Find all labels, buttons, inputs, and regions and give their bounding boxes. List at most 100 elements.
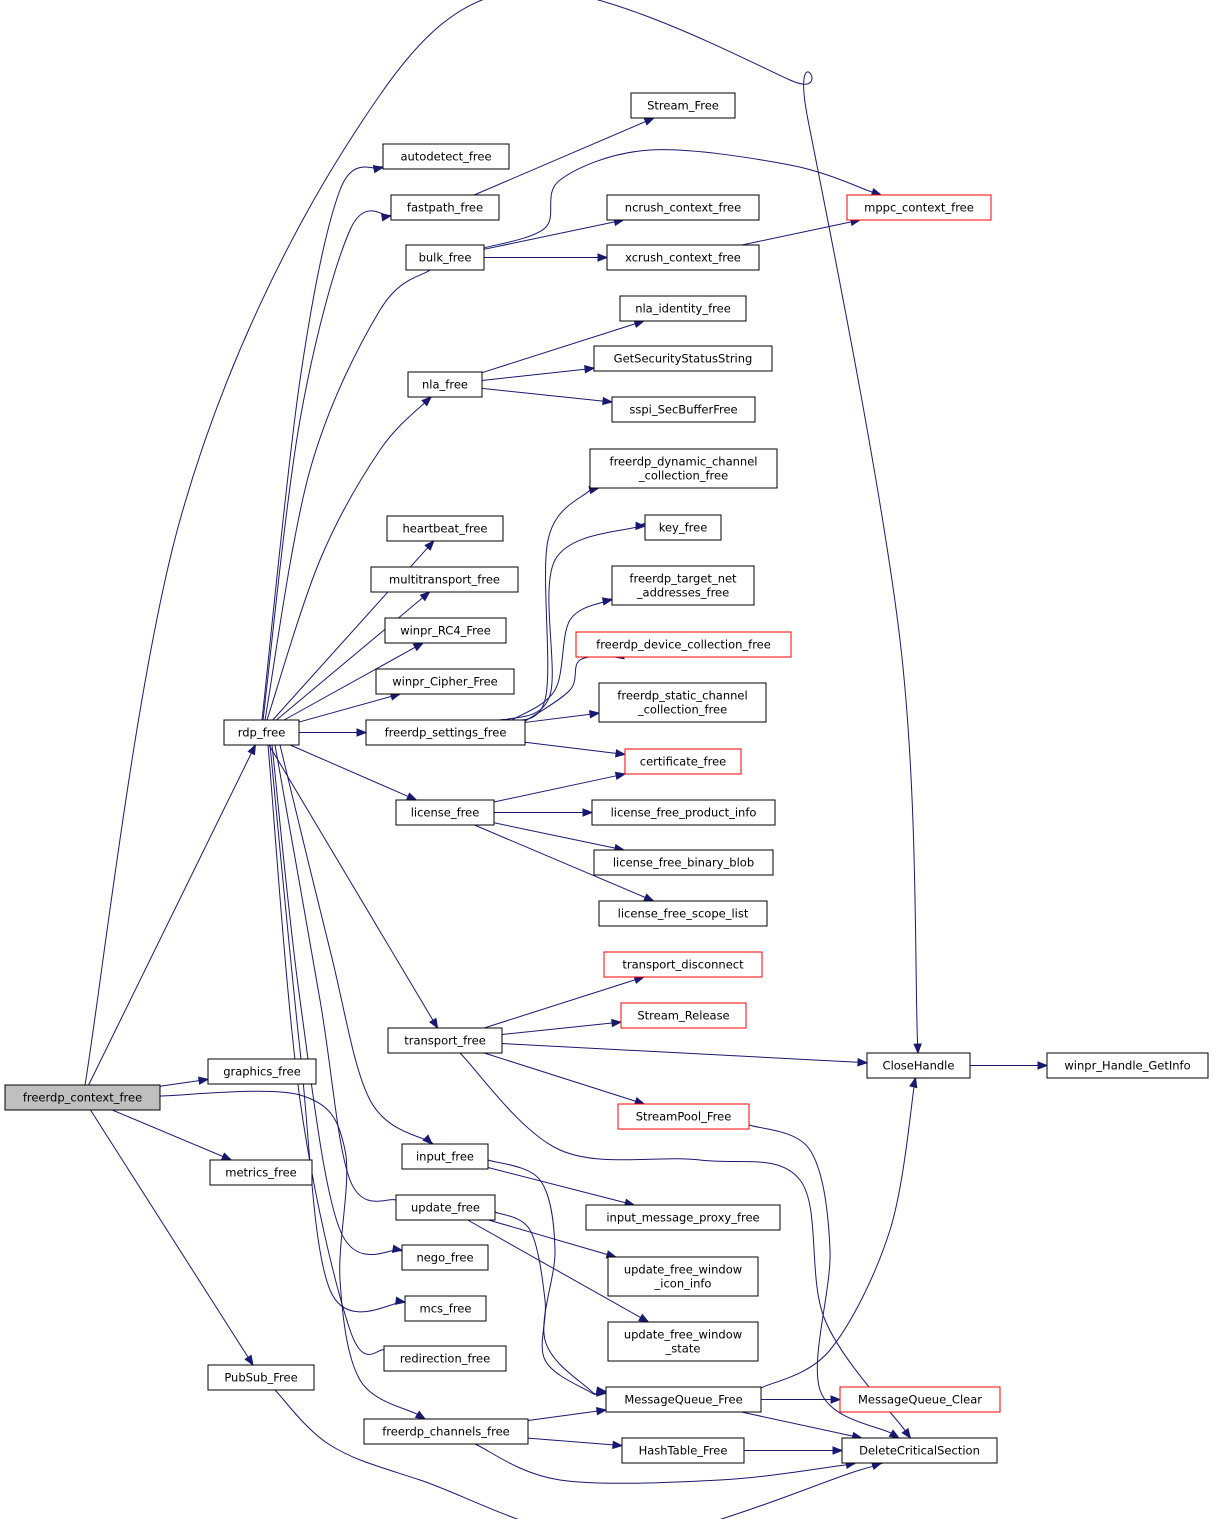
node-input_free[interactable]: input_free [401,1143,489,1170]
node-rdp_free[interactable]: rdp_free [223,719,300,746]
node-Stream_Free[interactable]: Stream_Free [630,92,736,119]
arrowhead-transport_free-to-Stream_Release [611,1018,623,1028]
node-sspi_SecBufferFree[interactable]: sspi_SecBufferFree [611,396,756,423]
node-freerdp_settings_free[interactable]: freerdp_settings_free [365,719,526,746]
node-box [630,92,736,119]
arrowhead-freerdp_channels_free-to-HashTable_Free [612,1440,624,1450]
node-label: transport_free [404,1034,486,1048]
node-StreamPool_Free[interactable]: StreamPool_Free [617,1103,750,1130]
node-box [401,1143,489,1170]
node-CloseHandle[interactable]: CloseHandle [866,1052,971,1079]
node-box [386,515,504,542]
node-label: ncrush_context_free [625,201,741,215]
node-MessageQueue_Clear[interactable]: MessageQueue_Clear [839,1386,1001,1413]
edge-rdp_free-to-winpr_RC4_Free [283,646,416,721]
node-freerdp_device_collection_free[interactable]: freerdp_device_collection_free [575,631,792,658]
arrowhead-HashTable_Free-to-DeleteCriticalSection [832,1446,844,1455]
node-label: update_free [411,1201,480,1215]
edge-freerdp_settings_free-to-freerdp_static_channel_collection_free [524,713,591,723]
edge-bulk_free-to-mppc_context_free [483,149,873,249]
node-freerdp_target_net_addresses_free[interactable]: freerdp_target_net_addresses_free [611,565,755,606]
arrowhead-rdp_free-to-autodetect_free [372,164,385,174]
node-label: freerdp_device_collection_free [596,638,771,652]
arrowhead-fastpath_free-to-Stream_Free [643,117,656,126]
arrowhead-StreamPool_Free-to-DeleteCriticalSection [888,1429,901,1439]
node-freerdp_static_channel_collection_free[interactable]: freerdp_static_channel_collection_free [598,682,767,723]
node-label: MessageQueue_Clear [858,1393,982,1407]
node-box [591,799,776,826]
node-winpr_Cipher_Free[interactable]: winpr_Cipher_Free [375,668,515,695]
edge-transport_free-to-transport_disconnect [483,979,636,1029]
node-DeleteCriticalSection[interactable]: DeleteCriticalSection [841,1437,998,1464]
node-freerdp_context_free[interactable]: freerdp_context_free [4,1084,161,1111]
node-input_message_proxy_free[interactable]: input_message_proxy_free [585,1204,781,1231]
edge-license_free-to-certificate_free [493,775,617,803]
node-Stream_Release[interactable]: Stream_Release [620,1002,747,1029]
node-xcrush_context_free[interactable]: xcrush_context_free [606,244,760,271]
node-fastpath_free[interactable]: fastpath_free [390,194,500,221]
edge-freerdp_context_free-to-rdp_free [88,752,252,1086]
arrowhead-freerdp_channels_free-to-MessageQueue_Free [596,1407,608,1416]
node-PubSub_Free[interactable]: PubSub_Free [207,1364,315,1391]
node-winpr_RC4_Free[interactable]: winpr_RC4_Free [384,617,507,644]
node-redirection_free[interactable]: redirection_free [383,1345,507,1372]
node-mcs_free[interactable]: mcs_free [404,1295,487,1322]
node-update_free_window_icon_info[interactable]: update_free_window_icon_info [607,1256,759,1297]
node-label: DeleteCriticalSection [859,1444,980,1458]
node-certificate_free[interactable]: certificate_free [624,748,742,775]
node-license_free_binary_blob[interactable]: license_free_binary_blob [593,849,774,876]
node-ncrush_context_free[interactable]: ncrush_context_free [606,194,760,221]
edge-freerdp_context_free-to-graphics_free [159,1080,200,1087]
node-HashTable_Free[interactable]: HashTable_Free [621,1437,745,1464]
arrowhead-nla_free-to-sspi_SecBufferFree [602,396,614,406]
edge-xcrush_context_free-to-mppc_context_free [741,221,852,246]
node-update_free[interactable]: update_free [395,1194,496,1221]
arrowhead-bulk_free-to-xcrush_context_free [597,253,609,262]
node-bulk_free[interactable]: bulk_free [405,244,485,271]
node-graphics_free[interactable]: graphics_free [207,1058,317,1085]
node-nla_identity_free[interactable]: nla_identity_free [619,295,747,322]
node-autodetect_free[interactable]: autodetect_free [382,143,510,170]
node-key_free[interactable]: key_free [644,514,722,541]
node-license_free_product_info[interactable]: license_free_product_info [591,799,776,826]
node-update_free_window_state[interactable]: update_free_window_state [607,1321,759,1362]
node-box [395,799,495,826]
node-freerdp_dynamic_channel_collection_free[interactable]: freerdp_dynamic_channel_collection_free [589,448,778,489]
node-nego_free[interactable]: nego_free [401,1244,489,1271]
arrowhead-freerdp_context_free-to-freerdp_channels_free [414,1410,427,1420]
node-box [407,371,483,398]
node-box [607,1256,759,1297]
node-box [375,668,515,695]
node-label: _state [665,1342,701,1356]
node-transport_free[interactable]: transport_free [387,1027,503,1054]
node-box [589,448,778,489]
node-label: update_free_window [624,1328,742,1342]
node-label: redirection_free [400,1352,490,1366]
node-GetSecurityStatusString[interactable]: GetSecurityStatusString [593,345,773,372]
node-MessageQueue_Free[interactable]: MessageQueue_Free [605,1386,762,1413]
node-metrics_free[interactable]: metrics_free [209,1159,313,1186]
node-multitransport_free[interactable]: multitransport_free [370,566,519,593]
node-heartbeat_free[interactable]: heartbeat_free [386,515,504,542]
edge-rdp_free-to-autodetect_free [261,166,383,721]
node-label: graphics_free [223,1065,301,1079]
node-label: mcs_free [420,1302,472,1316]
edge-StreamPool_Free-to-DeleteCriticalSection [748,1124,892,1434]
node-box [606,244,760,271]
node-license_free[interactable]: license_free [395,799,495,826]
node-nla_free[interactable]: nla_free [407,371,483,398]
node-mppc_context_free[interactable]: mppc_context_free [846,194,992,221]
arrowhead-MessageQueue_Free-to-CloseHandle [909,1076,918,1089]
node-winpr_Handle_GetInfo[interactable]: winpr_Handle_GetInfo [1046,1052,1209,1079]
node-transport_disconnect[interactable]: transport_disconnect [603,951,763,978]
node-freerdp_channels_free[interactable]: freerdp_channels_free [363,1418,529,1445]
node-label: key_free [659,521,708,535]
node-license_free_scope_list[interactable]: license_free_scope_list [598,900,768,927]
node-label: MessageQueue_Free [624,1393,742,1407]
arrowhead-CloseHandle-to-winpr_Handle_GetInfo [1037,1061,1049,1070]
node-label: winpr_Handle_GetInfo [1064,1059,1190,1073]
node-box [365,719,526,746]
node-box [621,1437,745,1464]
edge-input_free-to-input_message_proxy_free [487,1167,626,1204]
node-label: license_free_binary_blob [613,856,754,870]
